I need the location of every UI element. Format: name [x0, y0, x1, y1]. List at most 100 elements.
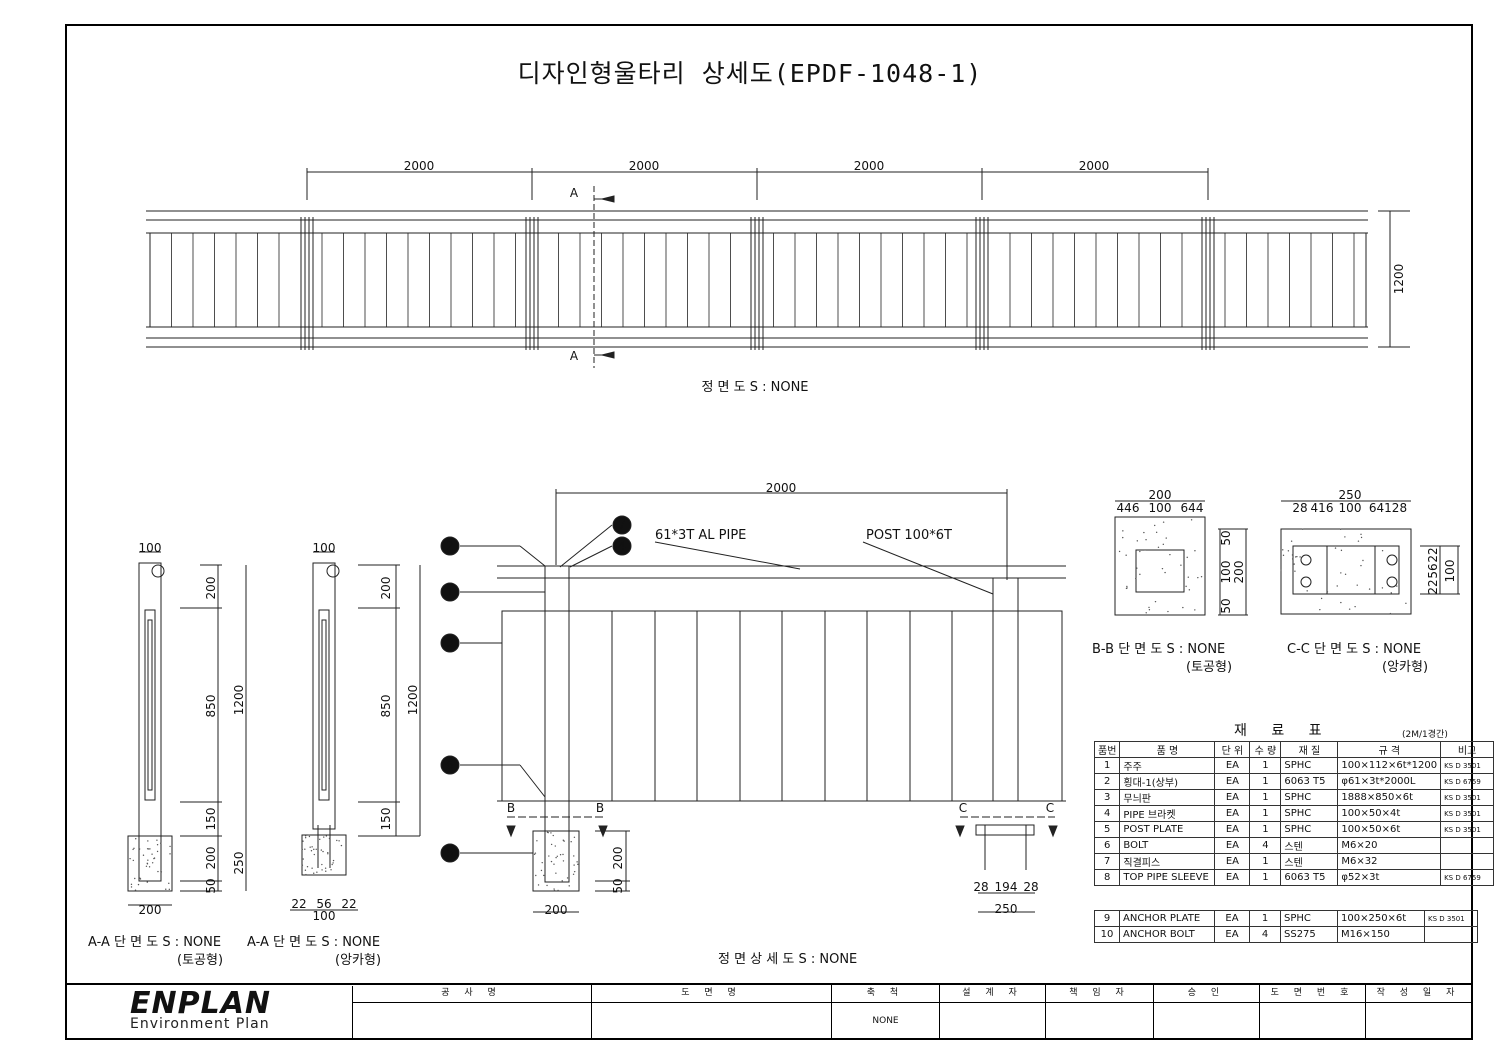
concrete-speckle	[320, 849, 323, 851]
concrete-speckle	[302, 858, 304, 860]
materials-cell: KS D 3501	[1440, 821, 1495, 838]
aa-soil-dim-3: 150	[204, 808, 218, 831]
concrete-speckle	[1145, 539, 1147, 541]
cc-dim-3: 100	[1339, 501, 1362, 515]
concrete-speckle	[1155, 531, 1158, 534]
concrete-speckle	[330, 869, 332, 871]
aa-soil-dim-4: 200	[204, 847, 218, 870]
materials-cell: ANCHOR PLATE	[1119, 910, 1215, 927]
concrete-speckle	[138, 848, 141, 850]
bb-sub: (토공형)	[1186, 660, 1233, 675]
titleblock-header: 도 면 명	[592, 985, 831, 1003]
concrete-speckle	[561, 880, 563, 882]
aa-anchor-sub: (앙카형)	[335, 953, 382, 968]
cc-side-1: 22	[1426, 547, 1440, 562]
titleblock-header: 작 성 일 자	[1366, 985, 1471, 1003]
titleblock-cell: 공 사 명	[352, 985, 592, 1039]
concrete-speckle	[301, 864, 304, 866]
concrete-speckle	[548, 855, 550, 857]
aa-soil-dim-2: 850	[204, 695, 218, 718]
concrete-speckle	[1164, 571, 1166, 574]
concrete-speckle	[1136, 567, 1138, 569]
concrete-speckle	[1136, 540, 1139, 542]
materials-cell: SS275	[1280, 926, 1338, 943]
titleblock-cell: 책 임 자	[1046, 985, 1154, 1039]
concrete-speckle	[332, 862, 334, 864]
aa-soil-footing: 250	[232, 852, 246, 875]
concrete-speckle	[566, 877, 569, 879]
materials-cell	[1440, 853, 1495, 870]
concrete-speckle	[308, 834, 310, 836]
concrete-speckle	[557, 889, 559, 892]
concrete-speckle	[1126, 587, 1128, 589]
concrete-speckle	[1396, 585, 1398, 587]
section-bb	[1114, 500, 1248, 616]
drawing-title: 디자인형울타리 상세도(EPDF-1048-1)	[517, 59, 983, 88]
concrete-speckle	[311, 846, 313, 848]
materials-cell: 스텐	[1280, 853, 1339, 870]
concrete-speckle	[1381, 550, 1384, 552]
concrete-speckle	[324, 867, 327, 869]
concrete-speckle	[159, 842, 162, 844]
concrete-speckle	[135, 838, 137, 840]
concrete-speckle	[576, 861, 578, 863]
cc-side-3: 22	[1426, 579, 1440, 594]
materials-cell: 3	[1093, 789, 1121, 806]
concrete-speckle	[1200, 576, 1203, 578]
callout-number: 5	[446, 846, 454, 860]
cc-dim-2: 416	[1311, 501, 1334, 515]
materials-cell: ANCHOR BOLT	[1119, 926, 1215, 943]
materials-cell: 1	[1249, 821, 1282, 838]
concrete-speckle	[1344, 573, 1347, 575]
concrete-speckle	[1299, 556, 1301, 558]
concrete-speckle	[304, 835, 307, 837]
concrete-speckle	[562, 860, 565, 862]
concrete-speckle	[302, 840, 304, 842]
concrete-speckle	[327, 853, 329, 855]
aa-soil-sub: (토공형)	[177, 953, 224, 968]
materials-cell: 1	[1249, 757, 1282, 774]
concrete-speckle	[1344, 536, 1346, 538]
concrete-speckle	[319, 838, 321, 841]
concrete-speckle	[1188, 589, 1191, 591]
concrete-speckle	[536, 840, 538, 842]
concrete-speckle	[1134, 577, 1137, 580]
materials-header: 수 량	[1249, 741, 1282, 758]
concrete-speckle	[146, 848, 149, 850]
concrete-speckle	[160, 870, 162, 872]
cc-side-total: 100	[1443, 560, 1457, 583]
concrete-speckle	[1169, 553, 1171, 556]
concrete-speckle	[537, 884, 540, 886]
mark-c-1: C	[959, 801, 967, 815]
detail-anchor-dim-2: 194	[995, 880, 1018, 894]
concrete-speckle	[130, 883, 133, 886]
concrete-speckle	[1306, 590, 1308, 592]
materials-cell: TOP PIPE SLEEVE	[1119, 869, 1216, 886]
concrete-speckle	[304, 837, 307, 839]
logo-text: ENPLAN	[130, 986, 272, 1021]
concrete-speckle	[1187, 576, 1190, 578]
concrete-speckle	[535, 874, 537, 877]
concrete-speckle	[1154, 524, 1156, 527]
callout-number: 4	[618, 539, 626, 553]
concrete-speckle	[1302, 528, 1304, 530]
concrete-speckle	[573, 870, 576, 873]
materials-unit-note: (2M/1경간)	[1402, 730, 1448, 740]
concrete-speckle	[168, 882, 170, 885]
concrete-speckle	[327, 851, 329, 854]
materials-cell: 횡대-1(상부)	[1119, 773, 1216, 790]
concrete-speckle	[313, 848, 315, 851]
cc-top-dim: 250	[1339, 488, 1362, 502]
concrete-speckle	[553, 889, 556, 892]
bb-caption: B-B 단 면 도 S : NONE	[1092, 642, 1226, 657]
materials-cell: 8	[1093, 869, 1121, 886]
concrete-speckle	[146, 881, 149, 883]
concrete-speckle	[1357, 540, 1360, 542]
materials-cell: EA	[1214, 869, 1251, 886]
concrete-speckle	[309, 846, 311, 848]
